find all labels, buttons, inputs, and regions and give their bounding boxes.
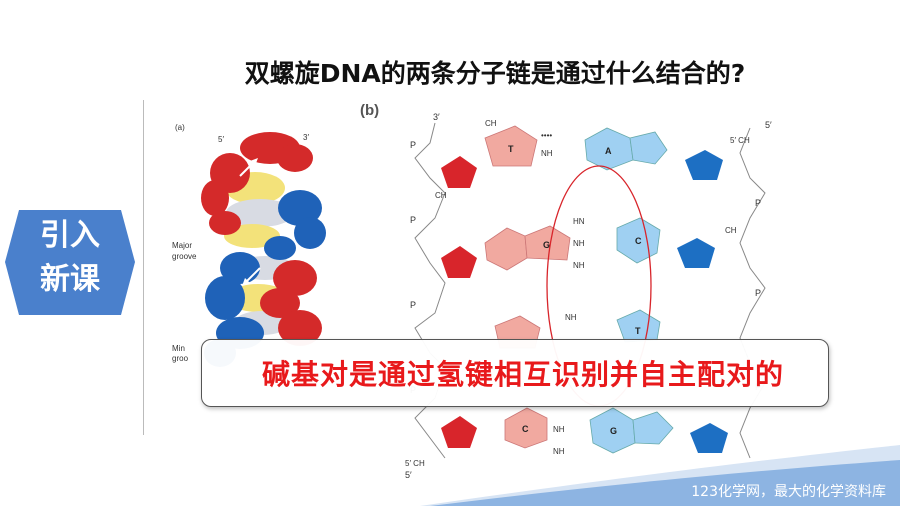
- page-title: 双螺旋DNA的两条分子链是通过什么结合的?: [244, 59, 746, 88]
- base-G2-label: G: [610, 426, 617, 436]
- callout-box: 碱基对是通过氢键相互识别并自主配对的: [201, 339, 829, 407]
- base-C-label: C: [635, 236, 642, 246]
- hbond-row2-a: HN: [573, 217, 585, 226]
- sugar-blue-2: [677, 238, 715, 268]
- methyl-label: CH: [485, 119, 497, 128]
- base-G-ring2: [484, 227, 528, 271]
- minor-groove-label-1: Min: [172, 344, 185, 353]
- helix-arrowhead-top: [250, 158, 258, 166]
- ch2-bottom-label: 5′ CH: [405, 459, 425, 468]
- sugar-red-1: [441, 156, 477, 188]
- sugar-blue-4: [690, 423, 728, 453]
- base-A-label: A: [605, 146, 612, 156]
- sugar-red-2: [441, 246, 477, 278]
- svg-text:P: P: [410, 300, 416, 310]
- base-pair-structure: (b) 3′ 5′ 5′ 3′ P P P P P P P T CH •••• …: [360, 102, 772, 480]
- helix-arrowhead-bottom: [242, 278, 250, 286]
- panel-b-label: (b): [360, 102, 379, 119]
- base-G-ring: [524, 225, 571, 261]
- struct-5-end-bottom: 5′: [405, 470, 412, 480]
- right-backbone: [739, 127, 766, 459]
- struct-5-end-top: 5′: [765, 120, 772, 130]
- hbond-row2-c: NH: [573, 261, 585, 270]
- badge-shape: [5, 210, 135, 315]
- helix-3-end: 3′: [303, 133, 309, 142]
- base-C2-ring: [504, 407, 548, 449]
- left-backbone: [414, 122, 446, 459]
- base-G2-ring2: [632, 411, 674, 445]
- hbond-row3: NH: [565, 313, 577, 322]
- badge-line1: 引入: [40, 218, 100, 253]
- svg-text:P: P: [755, 288, 761, 298]
- sugar-blue-1: [685, 150, 723, 180]
- wave-dark: [430, 460, 900, 506]
- svg-text:P: P: [410, 215, 416, 225]
- hbond-row4-b: NH: [553, 447, 565, 456]
- svg-text:P: P: [410, 140, 416, 150]
- major-groove-label-2: groove: [172, 252, 197, 261]
- ch2-top-label: 5′ CH: [730, 136, 750, 145]
- major-groove-label-1: Major: [172, 241, 192, 250]
- sugar-red-4: [441, 416, 477, 448]
- base-T-ring: [484, 125, 538, 167]
- base-T2-label: T: [635, 326, 641, 336]
- helix-red-strand: [201, 132, 322, 346]
- helix-5-end: 5′: [218, 135, 224, 144]
- footer-watermark: 123化学网，最大的化学资料库: [691, 484, 886, 500]
- bottom-wave: [0, 445, 900, 506]
- hbond-row1-b: NH: [541, 149, 553, 158]
- hbond-row1-a: ••••: [541, 131, 552, 140]
- divider-line: [143, 100, 144, 435]
- ch2-right-label: CH: [725, 226, 737, 235]
- callout-text: 碱基对是通过氢键相互识别并自主配对的: [262, 358, 785, 391]
- hexagon-shape: [5, 210, 135, 315]
- badge-line2: 新课: [40, 262, 100, 297]
- panel-a-label: (a): [175, 123, 185, 132]
- base-A-ring2: [629, 131, 668, 165]
- struct-3-end: 3′: [433, 112, 440, 122]
- ch2-left-label: CH: [435, 191, 447, 200]
- hbond-row2-b: NH: [573, 239, 585, 248]
- base-G-label: G: [543, 240, 550, 250]
- hbond-row4-a: NH: [553, 425, 565, 434]
- base-T-label: T: [508, 144, 514, 154]
- svg-text:P: P: [755, 198, 761, 208]
- minor-groove-label-2: groo: [172, 354, 189, 363]
- badge-text: 引入 新课: [5, 214, 135, 302]
- base-C2-label: C: [522, 424, 529, 434]
